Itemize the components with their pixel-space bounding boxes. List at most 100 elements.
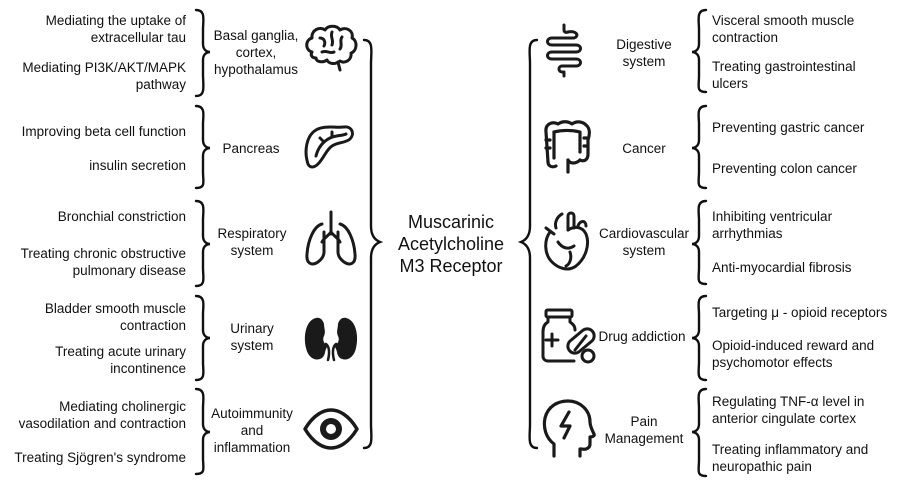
right-category-digestive: Digestive system bbox=[598, 36, 690, 70]
item-line: Targeting μ - opioid receptors bbox=[712, 305, 888, 320]
item-line: Inhibiting ventricular bbox=[712, 209, 833, 224]
category-line: system bbox=[622, 243, 666, 258]
item-line: Treating inflammatory and bbox=[712, 442, 869, 457]
center-right-brace bbox=[517, 38, 539, 450]
item-line: Visceral smooth muscle bbox=[712, 13, 855, 28]
category-line: Digestive bbox=[616, 37, 672, 52]
left-item-pancreas-2: insulin secretion bbox=[89, 157, 186, 174]
item-line: arrhythmias bbox=[712, 226, 783, 241]
left-item-urinary-1: Bladder smooth muscle contraction bbox=[45, 300, 186, 334]
left-item-autoimmunity-2: Treating Sjögren's syndrome bbox=[14, 449, 186, 466]
right-brace-1 bbox=[691, 8, 708, 94]
colon-icon bbox=[544, 120, 591, 174]
center-title-line: Acetylcholine bbox=[397, 234, 505, 254]
item-line: Mediating cholinergic bbox=[59, 399, 186, 414]
category-line: Urinary bbox=[230, 321, 274, 336]
category-line: Pain bbox=[630, 414, 658, 429]
category-line: Respiratory bbox=[217, 226, 287, 241]
category-line: Drug addiction bbox=[598, 329, 686, 344]
category-line: and bbox=[240, 423, 264, 438]
item-line: contraction bbox=[712, 30, 779, 45]
right-brace-5 bbox=[691, 387, 708, 478]
center-title-line: Muscarinic bbox=[407, 212, 495, 232]
right-category-cardio: Cardiovascular system bbox=[593, 225, 695, 259]
head-pain-icon bbox=[542, 399, 596, 458]
item-line: ulcers bbox=[712, 76, 749, 91]
right-brace-4 bbox=[691, 294, 708, 382]
eye-icon bbox=[303, 408, 359, 450]
right-category-pain: Pain Management bbox=[598, 413, 690, 447]
category-line: cortex, bbox=[235, 45, 277, 60]
item-line: incontinence bbox=[110, 361, 186, 376]
right-item-pain-1: Regulating TNF-α level in anterior cingu… bbox=[712, 393, 864, 427]
category-line: Autoimmunity bbox=[211, 406, 293, 421]
item-line: Regulating TNF-α level in bbox=[712, 394, 865, 409]
left-item-pancreas-1: Improving beta cell function bbox=[22, 123, 186, 140]
left-brace-4 bbox=[194, 294, 211, 382]
category-line: Cardiovascular bbox=[598, 226, 690, 241]
category-line: Management bbox=[604, 431, 684, 446]
right-item-cardio-1: Inhibiting ventricular arrhythmias bbox=[712, 208, 832, 242]
left-category-autoimmunity: Autoimmunity and inflammation bbox=[206, 405, 298, 456]
brain-icon bbox=[305, 24, 358, 72]
item-line: Improving beta cell function bbox=[21, 124, 186, 139]
right-category-cancer: Cancer bbox=[598, 140, 690, 157]
left-brace-2 bbox=[194, 104, 211, 190]
item-line: vasodilation and contraction bbox=[18, 416, 186, 431]
item-line: Bladder smooth muscle bbox=[44, 301, 186, 316]
right-item-pain-2: Treating inflammatory and neuropathic pa… bbox=[712, 441, 868, 475]
item-line: Mediating the uptake of bbox=[45, 13, 186, 28]
right-item-cardio-2: Anti-myocardial fibrosis bbox=[712, 259, 852, 276]
category-line: Pancreas bbox=[222, 141, 280, 156]
left-item-urinary-2: Treating acute urinary incontinence bbox=[55, 343, 186, 377]
item-line: Anti-myocardial fibrosis bbox=[712, 260, 852, 275]
lungs-icon bbox=[305, 210, 357, 266]
center-title-line: M3 Receptor bbox=[399, 256, 503, 276]
item-line: insulin secretion bbox=[89, 158, 186, 173]
item-line: extracellular tau bbox=[90, 30, 186, 45]
left-category-brain: Basal ganglia, cortex, hypothalamus bbox=[206, 27, 306, 78]
item-line: Preventing gastric cancer bbox=[712, 120, 865, 135]
item-line: pathway bbox=[135, 77, 186, 92]
right-item-cancer-2: Preventing colon cancer bbox=[712, 160, 857, 177]
center-left-brace bbox=[362, 38, 384, 450]
left-category-pancreas: Pancreas bbox=[206, 140, 296, 157]
right-item-digestive-1: Visceral smooth muscle contraction bbox=[712, 12, 854, 46]
right-item-drug-2: Opioid-induced reward and psychomotor ef… bbox=[712, 337, 874, 371]
right-category-drug: Drug addiction bbox=[594, 328, 690, 345]
category-line: inflammation bbox=[213, 440, 291, 455]
item-line: Bronchial constriction bbox=[57, 209, 186, 224]
right-brace-3 bbox=[691, 199, 708, 286]
right-item-digestive-2: Treating gastrointestinal ulcers bbox=[712, 58, 856, 92]
left-category-urinary: Urinary system bbox=[206, 320, 298, 354]
left-brace-3 bbox=[194, 199, 211, 288]
item-line: Treating acute urinary bbox=[55, 344, 186, 359]
item-line: Opioid-induced reward and bbox=[712, 338, 875, 353]
category-line: Cancer bbox=[622, 141, 666, 156]
category-line: hypothalamus bbox=[213, 62, 299, 77]
left-item-brain-2: Mediating PI3K/AKT/MAPK pathway bbox=[22, 59, 186, 93]
left-item-autoimmunity-1: Mediating cholinergic vasodilation and c… bbox=[19, 398, 186, 432]
item-line: Treating Sjögren's syndrome bbox=[14, 450, 186, 465]
left-item-respiratory-1: Bronchial constriction bbox=[58, 208, 186, 225]
right-item-drug-1: Targeting μ - opioid receptors bbox=[712, 304, 887, 321]
item-line: Preventing colon cancer bbox=[712, 161, 857, 176]
right-brace-2 bbox=[691, 104, 708, 190]
left-brace-5 bbox=[194, 387, 211, 476]
left-brace-1 bbox=[194, 8, 211, 98]
intestine-icon bbox=[546, 23, 582, 78]
item-line: Mediating PI3K/AKT/MAPK bbox=[22, 60, 186, 75]
item-line: pulmonary disease bbox=[72, 263, 186, 278]
center-title: Muscarinic Acetylcholine M3 Receptor bbox=[386, 211, 516, 277]
item-line: Treating chronic obstructive bbox=[20, 246, 186, 261]
heart-icon bbox=[544, 211, 590, 271]
left-category-respiratory: Respiratory system bbox=[206, 225, 298, 259]
left-item-brain-1: Mediating the uptake of extracellular ta… bbox=[46, 12, 186, 46]
category-line: system bbox=[622, 54, 666, 69]
category-line: system bbox=[230, 338, 274, 353]
category-line: Basal ganglia, bbox=[213, 28, 299, 43]
pancreas-icon bbox=[304, 125, 354, 169]
left-item-respiratory-2: Treating chronic obstructive pulmonary d… bbox=[21, 245, 186, 279]
right-item-cancer-1: Preventing gastric cancer bbox=[712, 119, 864, 136]
